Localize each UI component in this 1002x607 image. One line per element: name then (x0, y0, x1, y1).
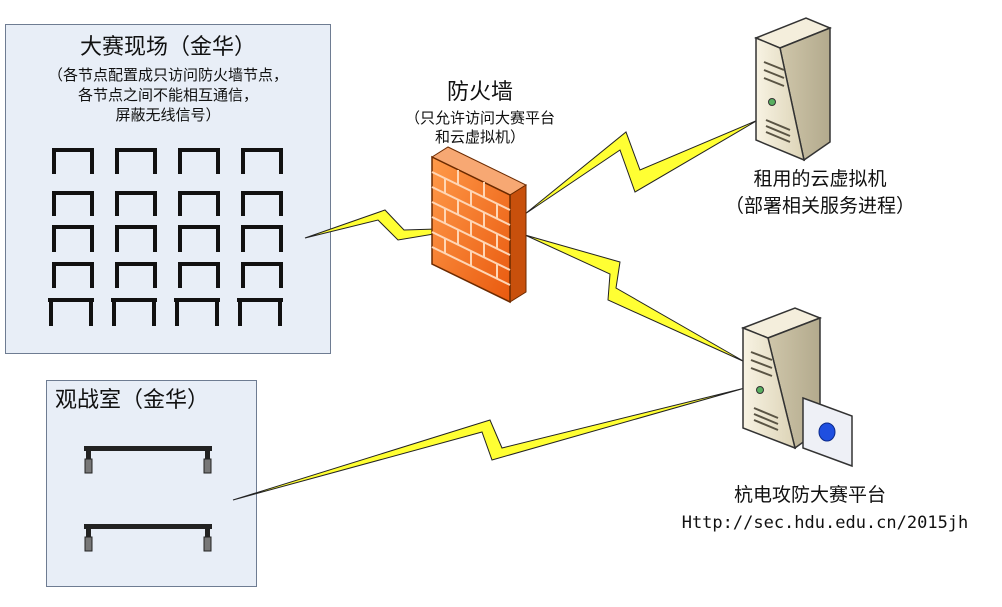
table-icon (52, 148, 94, 174)
table-icon (178, 225, 220, 252)
table-icon (111, 298, 157, 326)
table-icon (115, 148, 157, 174)
lightning-link-firewall-platform (524, 234, 746, 363)
table-icon (115, 225, 157, 252)
table-icon (115, 262, 157, 288)
firewall-note-line-1: （只允许访问大赛平台 (404, 109, 555, 127)
table-icon (48, 298, 94, 326)
table-icon (52, 262, 94, 288)
cloud-vm-label-line-2: （部署相关服务进程） (724, 195, 915, 217)
firewall-title: 防火墙 (446, 80, 513, 105)
venue-note-line-2: 各节点之间不能相互通信， (77, 86, 258, 104)
platform-url: Http://sec.hdu.edu.cn/2015jh (681, 513, 969, 533)
table-icon (241, 225, 283, 252)
venue-note-line-1: （各节点配置成只访问防火墙节点， (47, 66, 288, 84)
tower-server-icon (754, 17, 832, 162)
table-icon (241, 191, 283, 216)
platform-label: 杭电攻防大赛平台 (733, 484, 886, 506)
viewing-room-tables (84, 446, 212, 552)
firewall-note-line-2: 和云虚拟机） (434, 128, 525, 146)
table-icon (52, 191, 94, 216)
table-icon (178, 191, 220, 216)
viewing-room-title: 观战室（金华） (55, 388, 210, 413)
table-icon (115, 191, 157, 216)
tower-server-icon (740, 307, 853, 468)
venue-note-line-3: 屏蔽无线信号） (115, 106, 221, 124)
table-icon (237, 298, 283, 326)
venue-title: 大赛现场（金华） (79, 35, 256, 60)
table-icon (84, 446, 212, 474)
viewing-room-panel (46, 380, 257, 587)
cloud-vm-label-line-1: 租用的云虚拟机 (753, 168, 887, 190)
table-icon (178, 148, 220, 174)
table-icon (52, 225, 94, 252)
table-icon (241, 148, 283, 174)
table-icon (178, 262, 220, 288)
venue-desks (48, 148, 283, 326)
brick-wall-icon (430, 146, 528, 304)
table-icon (84, 524, 212, 552)
table-icon (174, 298, 220, 326)
lightning-link-viewing-platform (232, 387, 746, 501)
table-icon (241, 262, 283, 288)
